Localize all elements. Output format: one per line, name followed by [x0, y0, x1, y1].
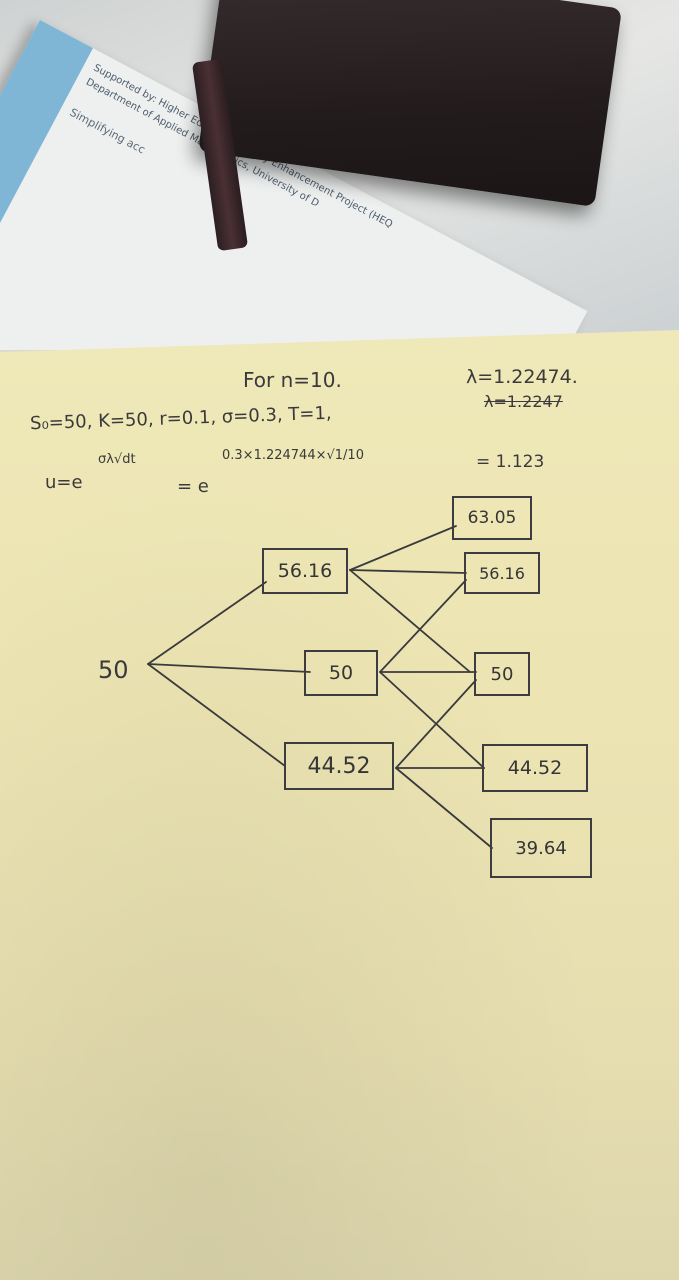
- branch-50-up: [379, 579, 467, 673]
- branch-root-mid: [147, 663, 311, 673]
- u-result: = 1.123: [476, 452, 545, 472]
- branch-4452-down: [395, 767, 493, 849]
- branch-5616-up: [349, 525, 457, 571]
- note-heading: For n=10.: [243, 368, 342, 392]
- desk-background: Supported by: Higher Education Quality E…: [0, 0, 679, 350]
- branch-5616-down: [349, 569, 471, 673]
- branch-root-up: [147, 581, 267, 665]
- tree-node-step2-d: 44.52: [482, 744, 588, 792]
- tree-node-step2-dd: 39.64: [490, 818, 592, 878]
- tree-node-step1-up: 56.16: [262, 548, 348, 594]
- lambda-value: λ=1.22474.: [466, 366, 578, 388]
- branch-50-down: [379, 671, 485, 769]
- tree-node-step2-mid: 50: [474, 652, 530, 696]
- branch-4452-up: [395, 679, 477, 769]
- equals-e: = e: [177, 476, 209, 497]
- tree-node-step2-uu: 63.05: [452, 496, 532, 540]
- u-formula: u=e: [45, 472, 83, 493]
- notepad-paper: [0, 330, 679, 1280]
- e-exponent: 0.3×1.224744×√1/10: [222, 448, 364, 463]
- tree-node-step2-u: 56.16: [464, 552, 540, 594]
- u-formula-exponent: σλ√dt: [98, 452, 136, 467]
- paper-shadow: [0, 330, 679, 1280]
- tree-node-step1-mid: 50: [304, 650, 378, 696]
- branch-5616-mid: [349, 569, 467, 574]
- tree-root-value: 50: [98, 656, 129, 684]
- tree-node-step1-down: 44.52: [284, 742, 394, 790]
- lambda-struck-value: λ=1.2247: [484, 392, 563, 411]
- branch-root-down: [147, 663, 286, 767]
